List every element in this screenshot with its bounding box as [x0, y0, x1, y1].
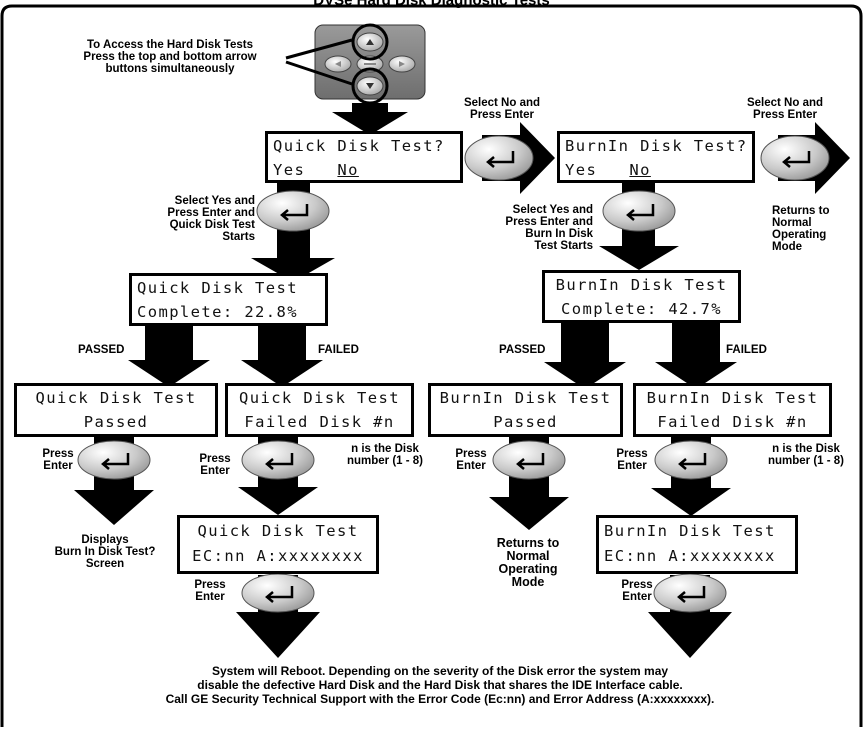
displays-burnin-note: Displays Burn In Disk Test? Screen [54, 534, 156, 570]
option-no: No [337, 161, 359, 179]
lcd-quick-disk-prompt: Quick Disk Test? Yes No [265, 131, 463, 183]
failed-label-quick: FAILED [318, 344, 359, 356]
enter-button-icon [241, 573, 315, 613]
lcd-burnin-complete: BurnIn Disk Test Complete: 42.7% [542, 270, 741, 323]
passed-label-burnin: PASSED [499, 344, 546, 356]
passed-label-quick: PASSED [78, 344, 125, 356]
enter-button-icon [241, 440, 315, 480]
lcd-burnin-passed: BurnIn Disk Test Passed [428, 383, 623, 437]
lcd-quick-complete: Quick Disk Test Complete: 22.8% [129, 273, 328, 326]
keypad-icon [285, 23, 426, 105]
enter-button-icon [256, 190, 330, 232]
option-yes: Yes [273, 161, 306, 179]
access-note: To Access the Hard Disk Tests Press the … [83, 39, 257, 75]
enter-button-icon [654, 440, 728, 480]
enter-button-icon [602, 190, 676, 232]
select-yes-burnin-label: Select Yes and Press Enter and Burn In D… [505, 204, 593, 252]
select-no-label-2: Select No and Press Enter [746, 97, 824, 121]
lcd-burnin-error: BurnIn Disk Test EC:nn A:xxxxxxxx [596, 515, 798, 574]
option-yes: Yes [565, 161, 598, 179]
enter-button-icon [653, 573, 727, 613]
enter-button-icon [760, 135, 830, 181]
enter-button-icon [464, 135, 534, 181]
lcd-quick-passed: Quick Disk Test Passed [14, 383, 218, 437]
failed-label-burnin: FAILED [726, 344, 767, 356]
select-no-label-1: Select No and Press Enter [463, 97, 541, 121]
outer-frame [0, 4, 863, 727]
lcd-quick-failed: Quick Disk Test Failed Disk #n [225, 383, 414, 437]
select-yes-quick-label: Select Yes and Press Enter and Quick Dis… [167, 195, 255, 243]
lcd-burnin-failed: BurnIn Disk Test Failed Disk #n [633, 383, 832, 437]
enter-button-icon [77, 440, 151, 480]
lcd-burnin-disk-prompt: BurnIn Disk Test? Yes No [557, 131, 755, 183]
footer-note: System will Reboot. Depending on the sev… [165, 664, 715, 706]
returns-normal-right: Returns to Normal Operating Mode [772, 205, 830, 253]
enter-button-icon [492, 440, 566, 480]
option-no: No [629, 161, 651, 179]
lcd-quick-error: Quick Disk Test EC:nn A:xxxxxxxx [177, 515, 379, 574]
returns-normal-mid: Returns to Normal Operating Mode [496, 536, 560, 589]
